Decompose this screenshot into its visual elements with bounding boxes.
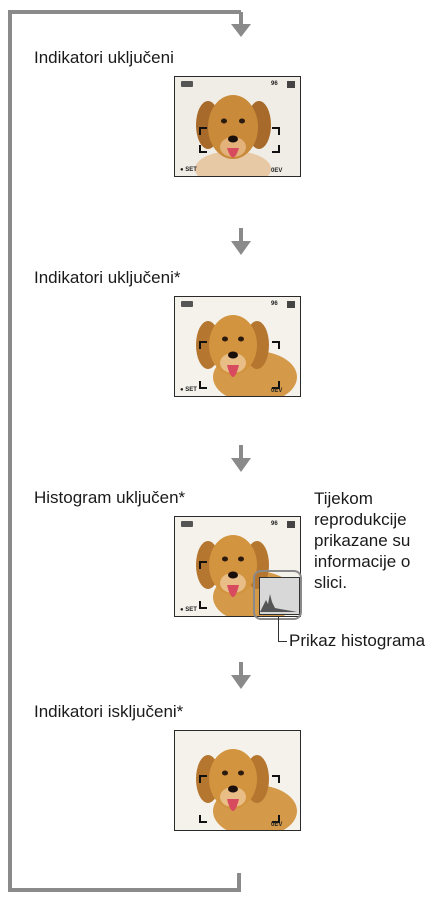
down-arrow-icon — [229, 12, 253, 38]
ev-indicator: 0EV — [271, 388, 283, 394]
af-bracket-bl — [199, 601, 207, 609]
af-bracket-tr — [272, 341, 280, 349]
histogram-callout-label: Prikaz histograma — [289, 631, 426, 650]
af-bracket-br — [272, 815, 280, 823]
camera-screen: 96 ● SET 0EV — [174, 296, 301, 397]
dog-photo — [175, 517, 300, 616]
memory-card-icon — [287, 301, 295, 308]
af-bracket-tr — [272, 775, 280, 783]
battery-icon — [181, 81, 193, 87]
memory-card-icon — [287, 521, 295, 528]
histogram-graph — [260, 594, 297, 612]
callout-line-vertical — [278, 616, 279, 642]
ev-indicator: 0EV — [271, 822, 283, 828]
histogram-note: Tijekom reprodukcije prikazane su inform… — [314, 489, 411, 592]
image-count: 96 — [271, 521, 278, 527]
callout-line-horizontal — [278, 641, 287, 642]
set-indicator: ● SET — [180, 387, 197, 393]
camera-screen: 0EV — [174, 730, 301, 831]
af-bracket-tl — [199, 561, 207, 569]
af-bracket-tl — [199, 341, 207, 349]
battery-icon — [181, 521, 193, 527]
af-bracket-br — [272, 381, 280, 389]
loop-line-bottom — [8, 888, 241, 892]
af-bracket-tr — [272, 127, 280, 135]
step-label: Indikatori isključeni* — [34, 702, 184, 721]
camera-screen: 96 ● SET — [174, 516, 301, 617]
loop-line-left — [8, 10, 12, 892]
dog-photo — [175, 731, 300, 830]
af-bracket-tl — [199, 127, 207, 135]
af-bracket-bl — [199, 145, 207, 153]
down-arrow-icon — [229, 228, 253, 256]
down-arrow-icon — [229, 445, 253, 473]
image-count: 96 — [271, 301, 278, 307]
step-label: Indikatori uključeni* — [34, 268, 181, 287]
camera-screen: 96 ● SET 0EV — [174, 76, 301, 177]
dog-photo — [175, 297, 300, 396]
step-label: Indikatori uključeni — [34, 48, 174, 67]
set-indicator: ● SET — [180, 167, 197, 173]
af-bracket-tl — [199, 775, 207, 783]
af-bracket-bl — [199, 381, 207, 389]
af-bracket-br — [272, 145, 280, 153]
step-label: Histogram uključen* — [34, 488, 186, 507]
memory-card-icon — [287, 81, 295, 88]
ev-indicator: 0EV — [271, 168, 283, 174]
af-bracket-bl — [199, 815, 207, 823]
histogram-box — [259, 577, 300, 615]
battery-icon — [181, 301, 193, 307]
loop-line-top — [8, 10, 241, 14]
image-count: 96 — [271, 81, 278, 87]
dog-photo — [175, 77, 300, 176]
loop-line-bottom-stub — [237, 873, 241, 892]
histogram-callout-frame — [253, 570, 302, 620]
set-indicator: ● SET — [180, 607, 197, 613]
down-arrow-icon — [229, 662, 253, 690]
